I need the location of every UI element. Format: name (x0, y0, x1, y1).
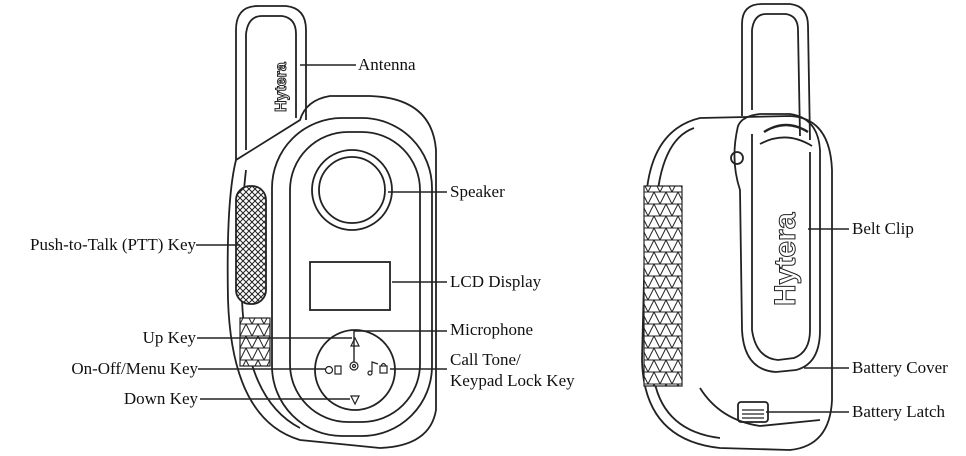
label-belt-clip: Belt Clip (852, 219, 914, 239)
down-arrow-icon[interactable] (351, 396, 359, 404)
up-arrow-icon[interactable] (351, 338, 359, 346)
front-brand: Hytera (273, 62, 290, 112)
label-down-key: Down Key (124, 389, 198, 409)
ptt-grip (236, 186, 266, 304)
speaker-grille (312, 150, 392, 230)
back-brand: Hytera (769, 212, 802, 306)
menu-icon[interactable] (335, 366, 341, 374)
music-note-icon[interactable] (372, 362, 378, 372)
microphone-leader (354, 331, 447, 362)
label-microphone: Microphone (450, 320, 533, 340)
back-radio (642, 4, 832, 450)
label-ptt-key: Push-to-Talk (PTT) Key (30, 235, 196, 255)
front-side-grip (240, 318, 270, 366)
back-side-grip (644, 186, 682, 386)
battery-latch (738, 402, 768, 422)
label-antenna: Antenna (358, 55, 416, 75)
label-speaker: Speaker (450, 182, 505, 202)
label-lcd-display: LCD Display (450, 272, 541, 292)
label-battery-latch: Battery Latch (852, 402, 945, 422)
lcd-screen (310, 262, 390, 310)
microphone-icon (350, 362, 358, 370)
label-on-off-menu-key: On-Off/Menu Key (71, 359, 198, 379)
label-call-tone: Call Tone/ (450, 350, 521, 370)
power-icon[interactable] (326, 367, 333, 374)
label-battery-cover: Battery Cover (852, 358, 948, 378)
clip-screw (731, 152, 743, 164)
label-keypad-lock-key: Keypad Lock Key (450, 371, 575, 391)
lock-icon[interactable] (380, 366, 387, 373)
label-up-key: Up Key (143, 328, 196, 348)
